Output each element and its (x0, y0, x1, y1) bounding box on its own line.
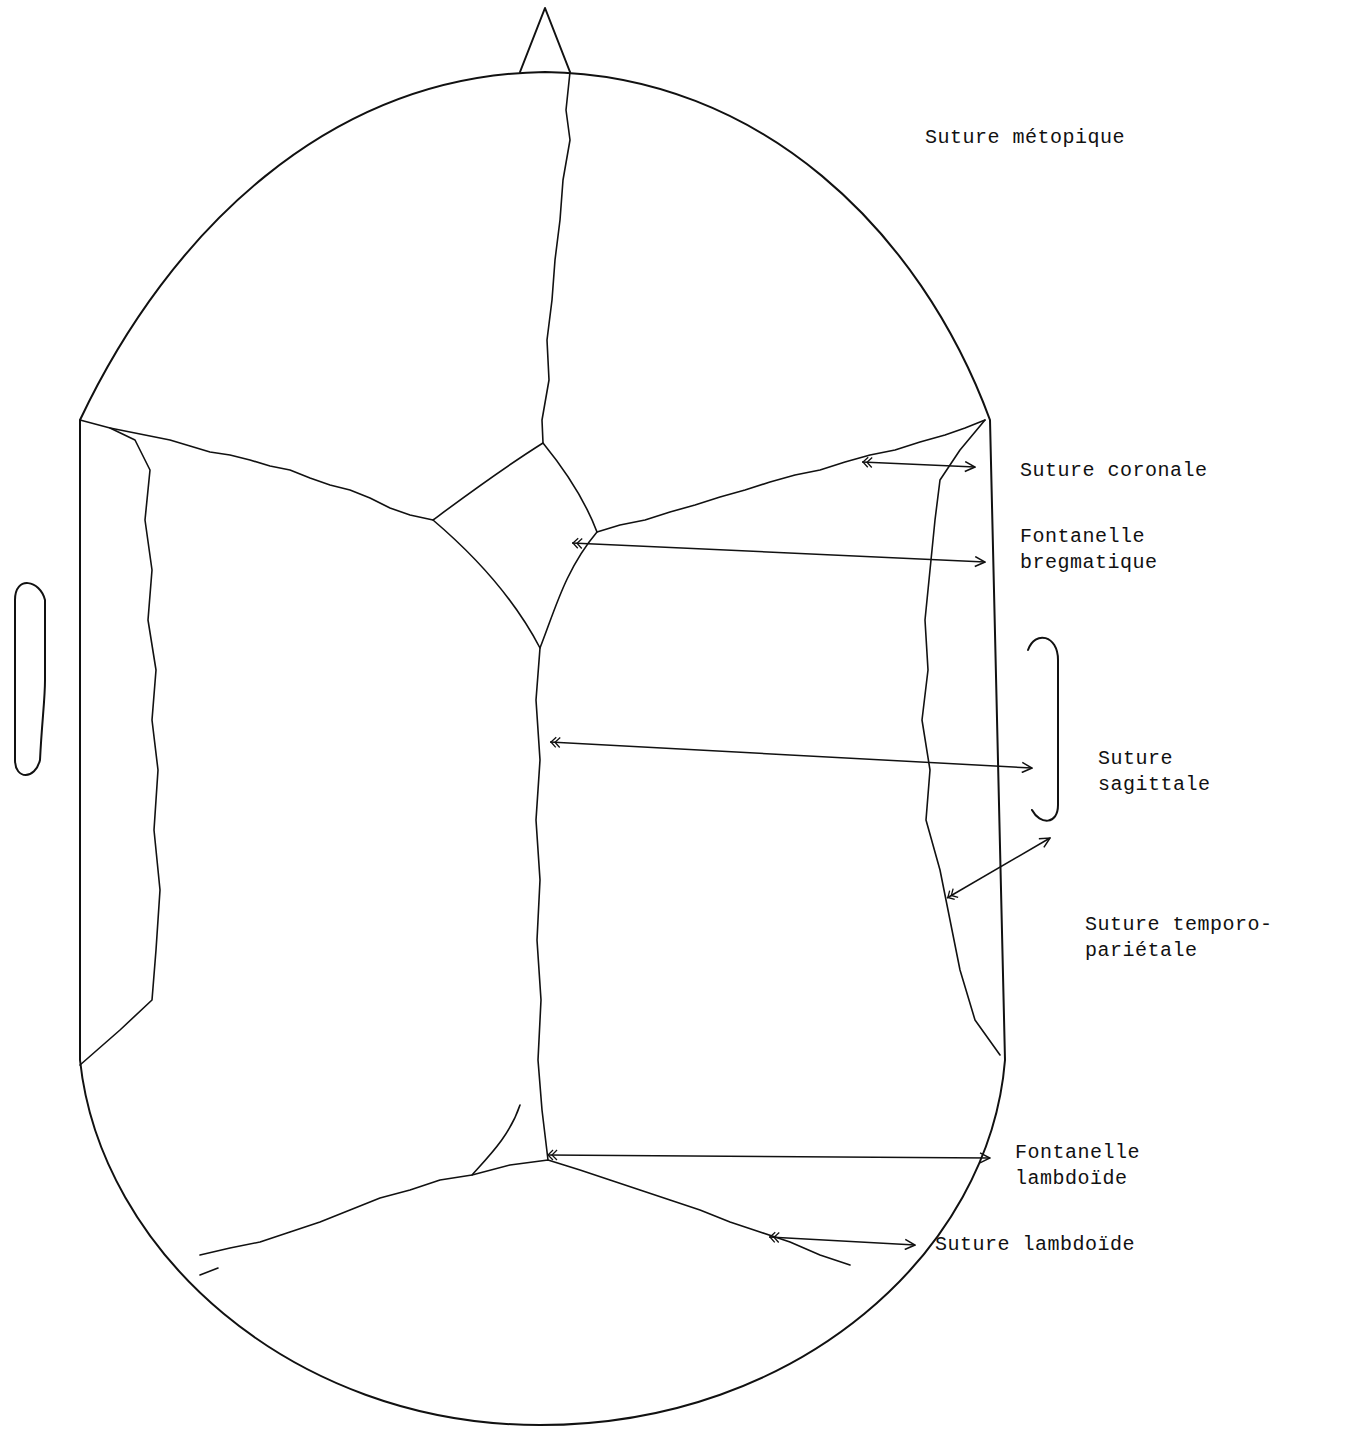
anatomy-label: Suture sagittale (1098, 746, 1218, 798)
anatomy-label: Fontanelle bregmatique (1020, 524, 1176, 576)
leader-line (550, 742, 1032, 768)
leader-lines (547, 462, 1050, 1245)
anatomy-label: Fontanelle lambdoïde (1015, 1140, 1147, 1192)
anatomy-label: Suture temporo-pariétale (1085, 912, 1289, 964)
leader-line (862, 462, 975, 467)
leader-line (947, 838, 1050, 898)
skull-outline (15, 8, 1058, 1425)
anatomy-label: Suture coronale (1020, 458, 1208, 484)
sutures (80, 72, 1000, 1275)
leader-line (769, 1237, 915, 1245)
leader-line (572, 543, 985, 562)
leader-line (547, 1155, 990, 1158)
anatomy-label: Suture lambdoïde (935, 1232, 1135, 1258)
anatomy-label: Suture métopique (925, 125, 1125, 151)
